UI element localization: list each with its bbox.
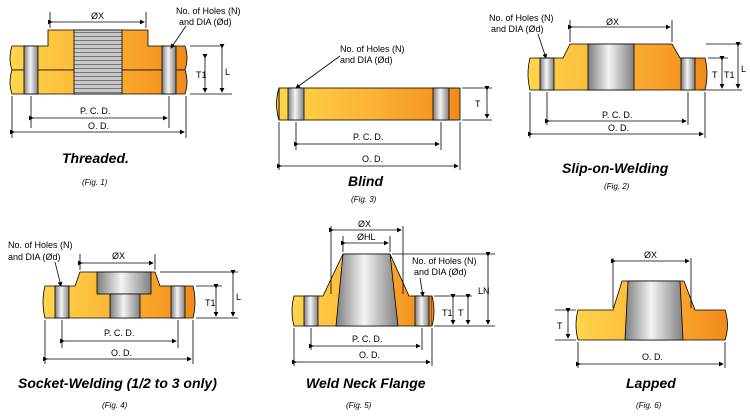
t1-label: T1 bbox=[724, 70, 735, 80]
od-label: O. D. bbox=[642, 352, 663, 362]
pcd-label: P. C. D. bbox=[602, 110, 632, 120]
l-label: L bbox=[741, 64, 746, 74]
figure-caption: (Fig. 1) bbox=[82, 178, 108, 187]
holes-label-line1: No. of Holes (N) bbox=[489, 13, 554, 23]
pcd-label: P. C. D. bbox=[104, 328, 134, 338]
figure-title: Socket-Welding (1/2 to 3 only) bbox=[18, 375, 217, 391]
holes-label-line2: and DIA (Ød) bbox=[491, 24, 544, 34]
t1-label: T1 bbox=[442, 308, 453, 318]
figure-title: Weld Neck Flange bbox=[306, 375, 426, 391]
t-label: T bbox=[458, 308, 464, 318]
figure-caption: (Fig. 3) bbox=[351, 195, 377, 204]
bore-label: ØX bbox=[112, 251, 125, 261]
t-label: T bbox=[712, 70, 718, 80]
holes-label-line1: No. of Holes (N) bbox=[412, 256, 477, 266]
figure-title: Lapped bbox=[626, 375, 676, 391]
bore-label: ØX bbox=[358, 219, 371, 229]
od-label: O. D. bbox=[608, 123, 629, 133]
holes-label-line1: No. of Holes (N) bbox=[176, 6, 241, 16]
t1-label: T1 bbox=[205, 298, 216, 308]
holes-label-line1: No. of Holes (N) bbox=[340, 44, 405, 54]
od-label: O. D. bbox=[362, 154, 383, 164]
t1-label: T1 bbox=[196, 70, 207, 80]
pcd-label: P. C. D. bbox=[353, 132, 383, 142]
figure-caption: (Fig. 6) bbox=[636, 401, 662, 410]
od-label: O. D. bbox=[359, 350, 380, 360]
t-label: T bbox=[557, 321, 563, 331]
figure-socket-welding: No. of Holes (N) and DIA (Ød) ØX T1 L P.… bbox=[8, 240, 241, 410]
figure-lapped: ØX T O. D. Lapped (Fig. 6) bbox=[555, 250, 728, 410]
l-label: L bbox=[236, 292, 241, 302]
figure-blind: No. of Holes (N) and DIA (Ød) T P. C. D.… bbox=[276, 44, 492, 204]
figure-weld-neck: ØX ØHL No. of Holes (N) and DIA (Ød) T1 … bbox=[291, 219, 495, 410]
bore-label: ØX bbox=[644, 250, 657, 260]
figure-caption: (Fig. 2) bbox=[604, 182, 630, 191]
bore-label: ØX bbox=[606, 17, 619, 27]
figure-caption: (Fig. 4) bbox=[102, 401, 128, 410]
l-label: L bbox=[225, 67, 230, 77]
od-label: O. D. bbox=[111, 348, 132, 358]
bore-label: ØX bbox=[91, 11, 104, 21]
figure-threaded: ØX No. of Holes (N) and DIA (Ød) T1 L P.… bbox=[9, 6, 241, 187]
figure-title: Slip-on-Welding bbox=[562, 160, 669, 176]
figure-slip-on: No. of Holes (N) and DIA (Ød) ØX T T1 L … bbox=[489, 13, 746, 191]
pcd-label: P. C. D. bbox=[80, 106, 110, 116]
holes-label-line2: and DIA (Ød) bbox=[414, 267, 467, 277]
ln-label: LN bbox=[478, 286, 490, 296]
holes-label-line2: and DIA (Ød) bbox=[8, 252, 61, 262]
t-label: T bbox=[475, 99, 481, 109]
pcd-label: P. C. D. bbox=[352, 334, 382, 344]
holes-label-line2: and DIA (Ød) bbox=[340, 55, 393, 65]
figure-title: Blind bbox=[348, 173, 383, 189]
holes-label-line2: and DIA (Ød) bbox=[179, 17, 232, 27]
figure-title: Threaded. bbox=[62, 150, 129, 166]
od-label: O. D. bbox=[88, 121, 109, 131]
holes-label-line1: No. of Holes (N) bbox=[8, 240, 73, 250]
figure-caption: (Fig. 5) bbox=[346, 401, 372, 410]
hub-label: ØHL bbox=[357, 232, 376, 242]
